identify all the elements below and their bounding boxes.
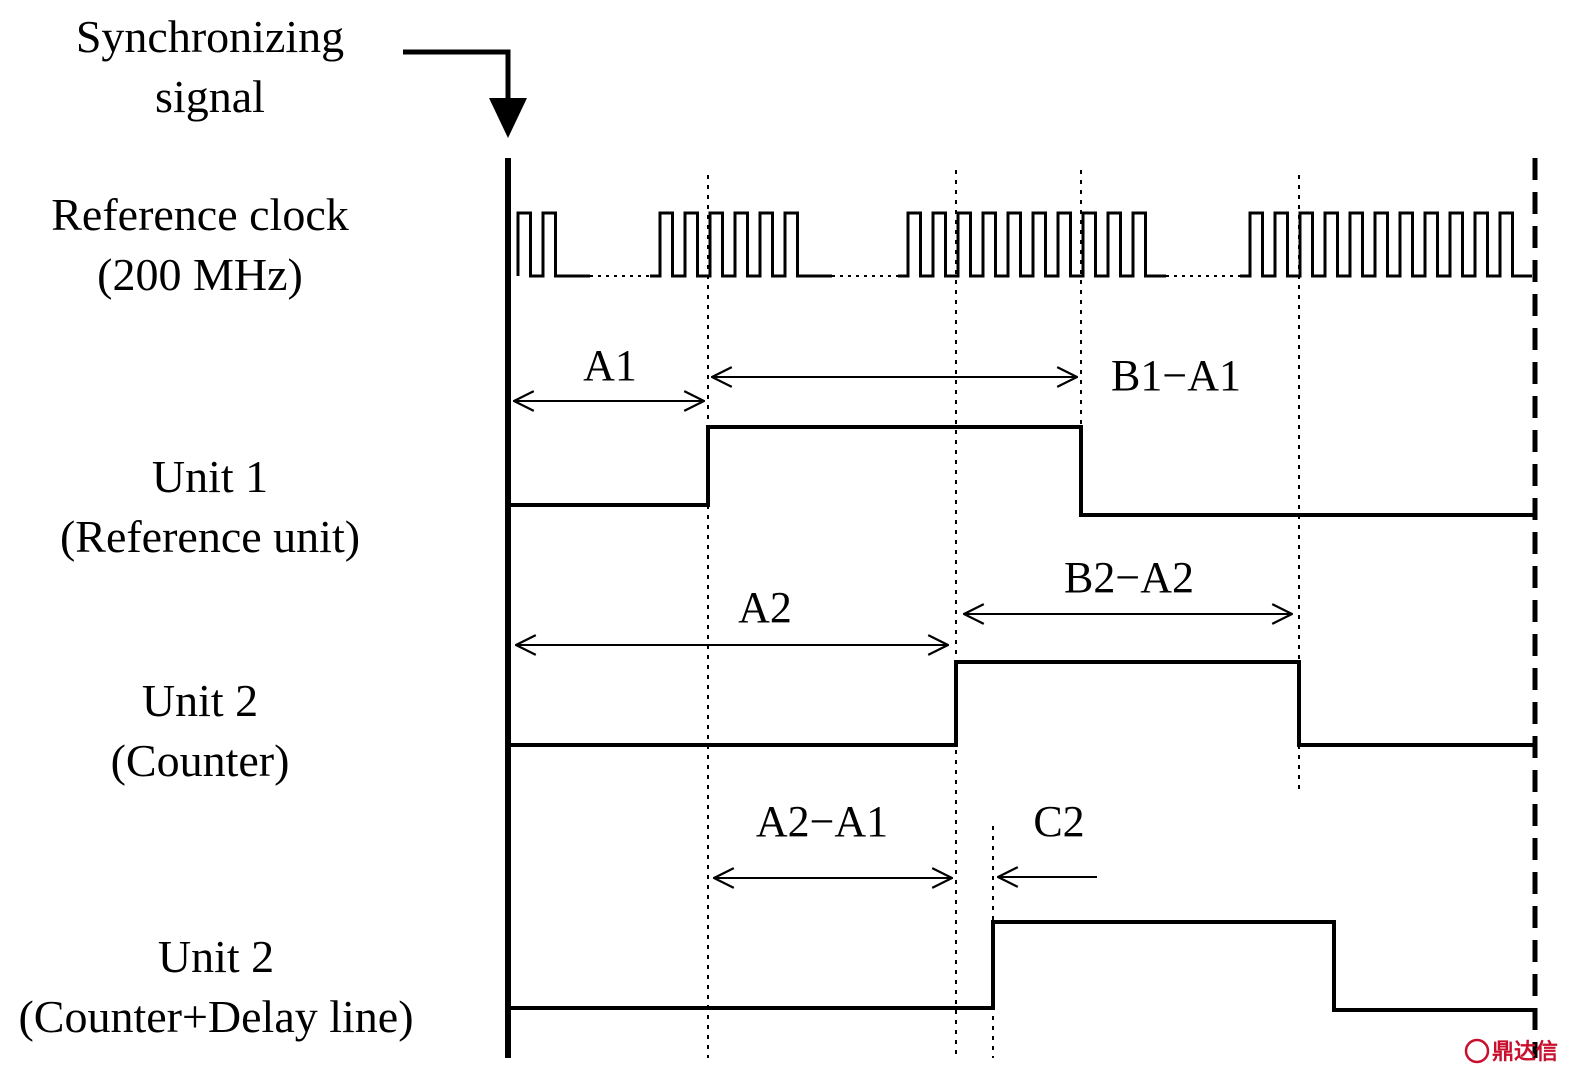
watermark-logo: 鼎达信	[1464, 1038, 1558, 1065]
unit2-delay-sublabel: (Counter+Delay line)	[18, 991, 413, 1042]
clock-burst-2	[650, 211, 832, 278]
b2a2-label: B2−A2	[1064, 553, 1194, 602]
reference-clock-label: Reference clock	[51, 189, 349, 240]
unit2-delay-label: Unit 2	[158, 931, 274, 982]
unit1-label: Unit 1	[152, 451, 268, 502]
unit1-waveform	[510, 425, 1535, 517]
sync-signal-label-line2: signal	[155, 71, 265, 122]
watermark-icon	[1464, 1038, 1490, 1064]
unit2-delay-waveform	[510, 920, 1535, 1012]
unit2-counter-sublabel: (Counter)	[111, 735, 290, 786]
clock-burst-1	[516, 211, 590, 278]
sync-signal-arrow	[403, 49, 511, 110]
unit1-sublabel: (Reference unit)	[60, 511, 360, 562]
sync-signal-label-line1: Synchronizing	[76, 11, 344, 62]
a1-label: A1	[583, 341, 637, 390]
reference-clock-waveform	[516, 211, 1532, 278]
a2-label: A2	[738, 583, 792, 632]
sync-arrowhead-icon	[489, 98, 527, 138]
b1a1-label: B1−A1	[1111, 351, 1241, 400]
clock-burst-3	[898, 211, 1166, 278]
watermark-text: 鼎达信	[1492, 1039, 1558, 1065]
c2-label: C2	[1033, 797, 1084, 846]
clock-burst-4	[1240, 211, 1532, 278]
unit2-counter-waveform	[510, 660, 1535, 747]
reference-clock-frequency: (200 MHz)	[97, 249, 303, 300]
a2a1-label: A2−A1	[756, 797, 888, 846]
unit2-counter-label: Unit 2	[142, 675, 258, 726]
